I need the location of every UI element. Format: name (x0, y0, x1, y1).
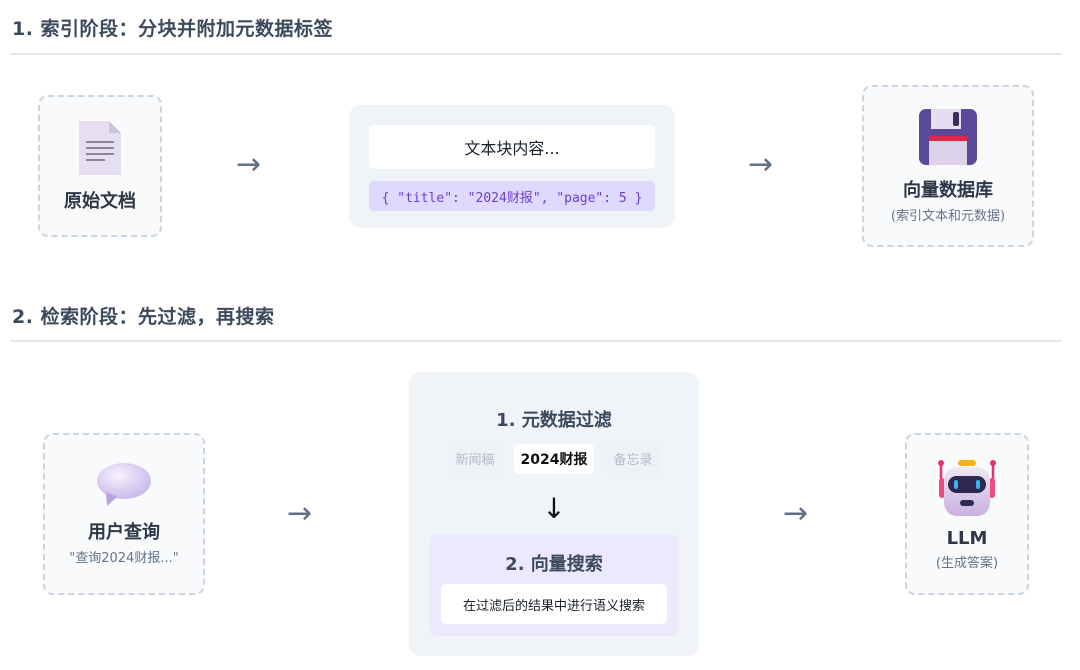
filter-chips: 新闻稿 2024财报 备忘录 (409, 444, 699, 474)
llm-sublabel: (生成答案) (935, 555, 999, 571)
filter-chip-memo[interactable]: 备忘录 (606, 444, 660, 474)
llm-node: LLM (生成答案) (905, 433, 1029, 595)
section-title-indexing: 1. 索引阶段：分块并附加元数据标签 (12, 18, 334, 40)
raw-document-label: 原始文档 (64, 191, 136, 212)
arrow-right-icon: → (236, 147, 262, 182)
section-title-retrieval: 2. 检索阶段：先过滤，再搜索 (12, 306, 275, 328)
chunk-panel: 文本块内容... { "title": "2024财报", "page": 5 … (349, 105, 675, 228)
vector-db-node: 向量数据库 (索引文本和元数据) (862, 85, 1034, 247)
user-query-label: 用户查询 (88, 522, 160, 543)
floppy-disk-icon (918, 108, 978, 170)
llm-label: LLM (946, 527, 988, 549)
arrow-right-icon: → (287, 496, 313, 531)
user-query-node: 用户查询 "查询2024财报..." (43, 433, 205, 595)
vector-search-description: 在过滤后的结果中进行语义搜索 (441, 584, 667, 624)
vector-search-panel: 2. 向量搜索 在过滤后的结果中进行语义搜索 (429, 534, 679, 636)
speech-bubble-icon (95, 462, 153, 512)
section-divider (10, 340, 1062, 342)
arrow-right-icon: → (783, 496, 809, 531)
metadata-filter-title: 1. 元数据过滤 (496, 410, 612, 431)
retrieval-panel: 1. 元数据过滤 新闻稿 2024财报 备忘录 ↓ 2. 向量搜索 在过滤后的结… (409, 372, 699, 656)
robot-icon (936, 458, 998, 522)
filter-chip-press-release[interactable]: 新闻稿 (448, 444, 502, 474)
vector-search-title: 2. 向量搜索 (505, 554, 603, 575)
arrow-right-icon: → (748, 147, 774, 182)
vector-db-sublabel: (索引文本和元数据) (890, 209, 1006, 224)
document-icon (77, 119, 123, 181)
arrow-down-icon: ↓ (542, 492, 566, 525)
section-divider (10, 53, 1062, 55)
filter-chip-2024-report[interactable]: 2024财报 (513, 444, 595, 474)
user-query-sublabel: "查询2024财报..." (69, 551, 179, 566)
metadata-tag: { "title": "2024财报", "page": 5 } (369, 181, 655, 211)
raw-document-node: 原始文档 (38, 95, 162, 237)
chunk-text: 文本块内容... (369, 125, 655, 169)
vector-db-label: 向量数据库 (903, 180, 993, 201)
